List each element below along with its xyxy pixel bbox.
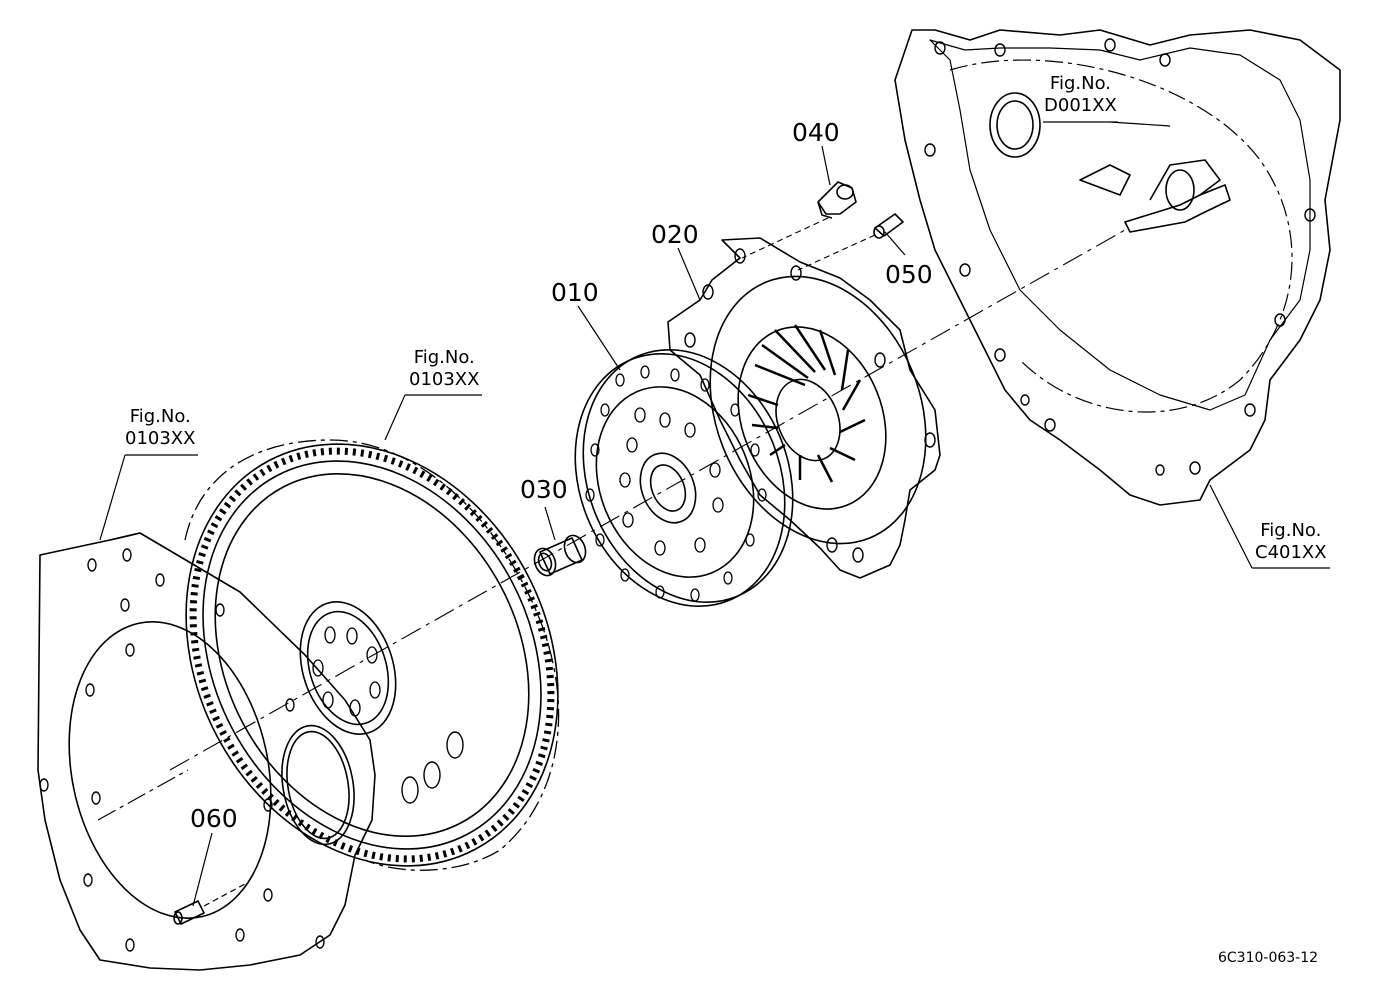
flywheel <box>184 439 560 871</box>
clutch-cover-020 <box>667 237 941 579</box>
fig-ref-prefix: Fig.No. <box>129 406 191 427</box>
dowel-pin-060 <box>173 883 246 925</box>
part-label-050: 050 <box>885 260 933 289</box>
fig-ref-code: 0103XX <box>125 428 196 449</box>
fig-ref-code: 0103XX <box>409 369 480 390</box>
leader-lines <box>99 121 1330 907</box>
part-label-030: 030 <box>520 475 568 504</box>
fig-ref-code: D001XX <box>1044 95 1117 116</box>
fig-ref-flywheel: Fig.No. 0103XX <box>409 349 479 389</box>
part-label-020: 020 <box>651 220 699 249</box>
part-label-060: 060 <box>190 804 238 833</box>
transmission-housing <box>894 29 1341 506</box>
pilot-bushing-030 <box>533 534 587 577</box>
part-label-010: 010 <box>551 278 599 307</box>
fig-ref-housing: Fig.No. C401XX <box>1255 522 1327 562</box>
clutch-disc-010 <box>574 348 794 608</box>
fig-ref-prefix: Fig.No. <box>1049 73 1111 94</box>
bolt-040 <box>817 181 857 219</box>
assembly-centerline <box>169 229 1126 771</box>
dowel-pin-050 <box>873 213 904 239</box>
fig-ref-engine-plate: Fig.No. 0103XX <box>125 408 195 448</box>
fig-ref-code: C401XX <box>1255 542 1327 563</box>
drawing-code: 6C310-063-12 <box>1218 950 1319 966</box>
part-label-040: 040 <box>792 118 840 147</box>
fig-ref-shaft: Fig.No. D001XX <box>1044 75 1117 115</box>
fig-ref-prefix: Fig.No. <box>413 347 475 368</box>
fig-ref-prefix: Fig.No. <box>1260 520 1322 541</box>
